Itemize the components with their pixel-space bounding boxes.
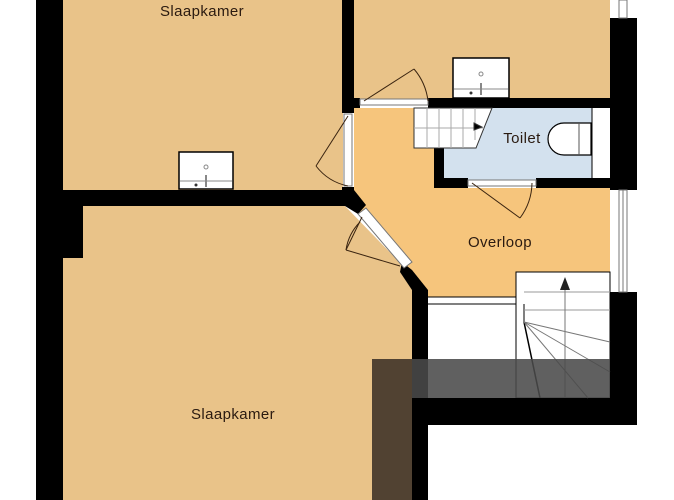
label-toilet: Toilet [503,130,541,147]
sink-bedroom-top [178,151,234,190]
toilet-bowl-icon [547,108,610,178]
overlay-stair-band [412,359,610,398]
stairs-toilet [413,107,493,149]
room-landing-floor [354,108,610,297]
door-room-top-right[interactable] [359,68,429,106]
label-bedroom-bottom: Slaapkamer [191,406,275,423]
door-toilet[interactable] [467,179,537,219]
door-bedroom-top[interactable] [315,113,353,187]
arrow-up-icon [560,277,570,290]
windows [618,0,628,293]
label-bedroom-top: Slaapkamer [160,3,244,20]
overlay-strip [372,359,412,500]
door-bedroom-bottom[interactable] [345,207,413,269]
walls [36,0,637,500]
sink-room-top-right [452,57,510,99]
label-landing: Overloop [468,234,532,251]
room-bedroom-bottom-floor [63,206,412,500]
